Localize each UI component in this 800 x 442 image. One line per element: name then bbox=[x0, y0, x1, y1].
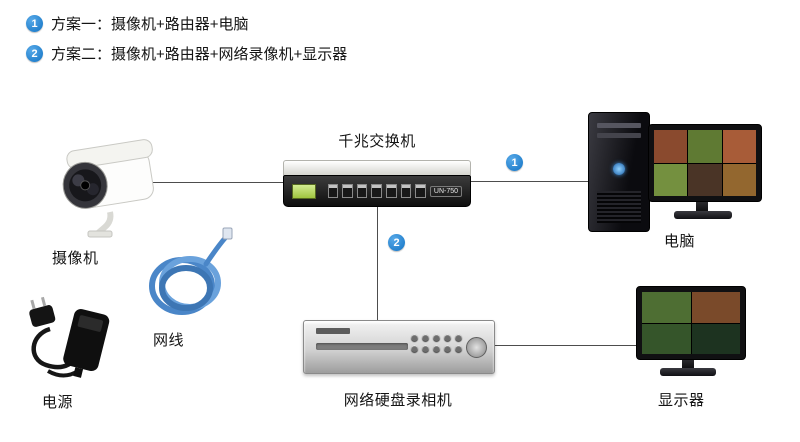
nvr-button bbox=[411, 345, 418, 352]
camera-label: 摄像机 bbox=[52, 250, 99, 267]
ethernet-port bbox=[415, 184, 426, 198]
screen-tile bbox=[642, 292, 691, 323]
screen-tile bbox=[691, 292, 740, 323]
screen-tile bbox=[722, 130, 756, 163]
display-monitor-graphic bbox=[636, 286, 746, 360]
nvr-drive-slot bbox=[316, 343, 408, 350]
screen-tile bbox=[654, 163, 688, 196]
nvr-button bbox=[411, 334, 418, 341]
screen-tile bbox=[688, 163, 722, 196]
monitor-base bbox=[674, 211, 732, 219]
nvr-button bbox=[422, 334, 429, 341]
connection-plan1-badge: 1 bbox=[506, 154, 523, 171]
nvr-logo bbox=[316, 328, 350, 334]
computer-monitor-graphic bbox=[648, 124, 762, 202]
nvr-button bbox=[422, 345, 429, 352]
computer-monitor-screen bbox=[654, 130, 756, 196]
tower-grill bbox=[597, 191, 641, 223]
connection-camera-switch bbox=[150, 182, 283, 183]
nvr-button bbox=[433, 334, 440, 341]
switch-top-face bbox=[283, 160, 471, 175]
plan1-text: 方案一：摄像机+路由器+电脑 bbox=[51, 16, 249, 33]
optical-drive bbox=[597, 123, 641, 128]
connection-switch-nvr bbox=[377, 206, 378, 320]
nvr-buttons bbox=[411, 334, 462, 352]
switch-label: 千兆交换机 bbox=[338, 133, 416, 150]
switch-front-panel: UN-750 bbox=[283, 175, 471, 207]
screen-tile bbox=[722, 163, 756, 196]
plan1-number-badge: 1 bbox=[26, 15, 43, 32]
nvr-graphic bbox=[303, 320, 495, 374]
computer-tower-graphic bbox=[588, 112, 650, 232]
nvr-button bbox=[433, 345, 440, 352]
nvr-label: 网络硬盘录相机 bbox=[343, 392, 453, 409]
ethernet-port bbox=[356, 184, 368, 198]
screen-tile bbox=[688, 130, 722, 163]
legend-plan2: 2 方案二：摄像机+路由器+网络录像机+显示器 bbox=[26, 43, 347, 64]
switch-lcd bbox=[292, 183, 316, 199]
legend: 1 方案一：摄像机+路由器+电脑 2 方案二：摄像机+路由器+网络录像机+显示器 bbox=[26, 13, 347, 64]
computer-label: 电脑 bbox=[664, 233, 696, 250]
ethernet-port bbox=[371, 184, 383, 198]
power-button-led bbox=[613, 163, 625, 175]
optical-drive bbox=[597, 133, 641, 138]
screen-tile bbox=[691, 323, 740, 354]
legend-plan1: 1 方案一：摄像机+路由器+电脑 bbox=[26, 13, 347, 34]
ethernet-port bbox=[400, 184, 412, 198]
nvr-button bbox=[455, 334, 462, 341]
monitor-base bbox=[660, 368, 716, 376]
cable-label: 网线 bbox=[153, 332, 185, 349]
switch-model-badge: UN-750 bbox=[429, 185, 463, 197]
connection-plan2-badge: 2 bbox=[388, 234, 405, 251]
switch-graphic: UN-750 bbox=[283, 160, 471, 207]
display-monitor-label: 显示器 bbox=[658, 392, 705, 409]
ethernet-port bbox=[386, 184, 397, 198]
plan2-number-badge: 2 bbox=[26, 45, 43, 62]
monitor-neck bbox=[682, 360, 694, 369]
network-cable-graphic bbox=[149, 227, 233, 315]
nvr-button bbox=[444, 345, 451, 352]
ethernet-port bbox=[342, 184, 353, 198]
plan2-text: 方案二：摄像机+路由器+网络录像机+显示器 bbox=[51, 46, 348, 63]
display-monitor-screen bbox=[642, 292, 740, 354]
power-label: 电源 bbox=[42, 394, 74, 411]
nvr-button bbox=[444, 334, 451, 341]
screen-tile bbox=[654, 130, 688, 163]
power-adapter-graphic bbox=[29, 296, 110, 378]
connection-nvr-monitor bbox=[493, 345, 636, 346]
nvr-jog-dial bbox=[466, 337, 487, 358]
nvr-button bbox=[455, 345, 462, 352]
monitor-neck bbox=[696, 202, 708, 212]
ethernet-port bbox=[327, 184, 339, 198]
connection-switch-computer bbox=[471, 181, 588, 182]
screen-tile bbox=[642, 323, 691, 354]
camera-graphic bbox=[62, 139, 154, 238]
